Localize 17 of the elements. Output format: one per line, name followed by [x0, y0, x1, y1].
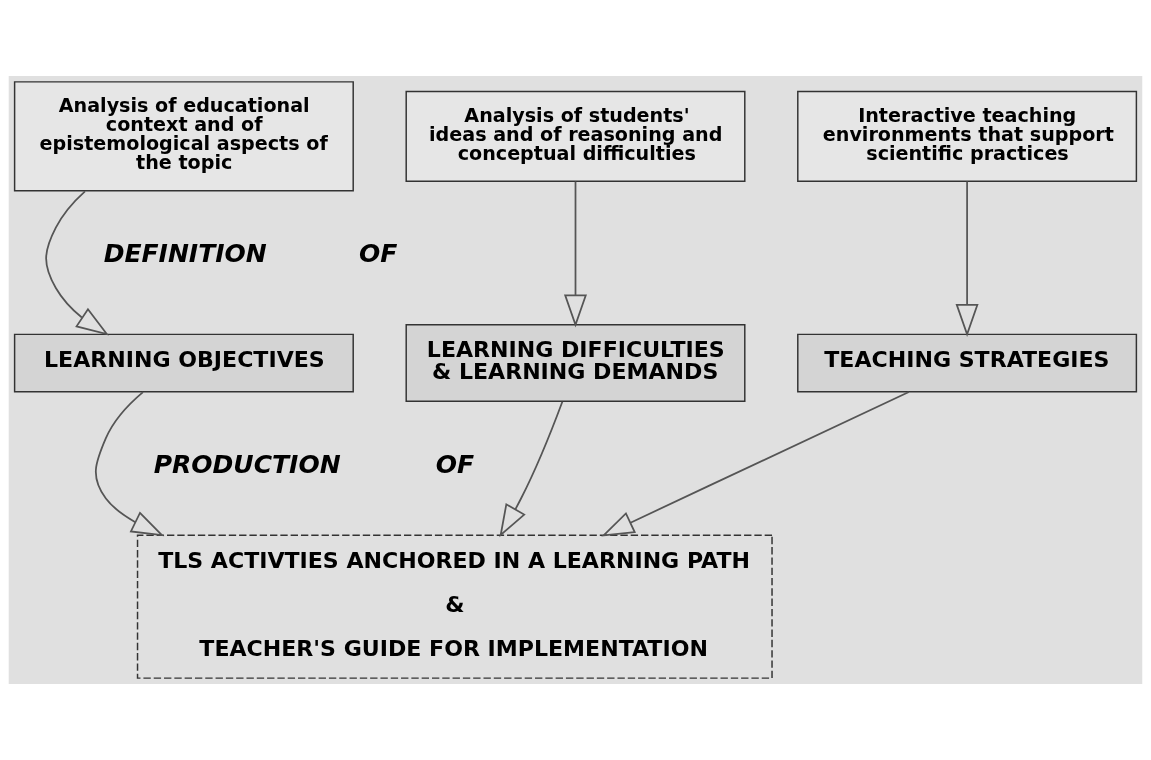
- label: OF: [359, 239, 398, 269]
- label: DEFINITION: [103, 239, 267, 269]
- node-box: Analysis of students' ideas and of reasoning and conceptual difficulties: [405, 90, 746, 182]
- arrow: [563, 180, 588, 328]
- node-box: LEARNING DIFFICULTIES & LEARNING DEMANDS: [405, 324, 746, 403]
- node-box: TLS ACTIVTIES ANCHORED IN A LEARNING PATH & TEACHER'S GUIDE FOR IMPLEMENTATION: [136, 534, 773, 679]
- arrow: [45, 190, 109, 336]
- node-box: TEACHING STRATEGIES: [797, 333, 1138, 393]
- arrow: [601, 391, 910, 537]
- label: PRODUCTION: [153, 449, 341, 479]
- node-box: LEARNING OBJECTIVES: [13, 333, 354, 393]
- node-box: Analysis of educational context and of epistemological aspects of the topic: [13, 81, 354, 192]
- arrow: [95, 391, 165, 537]
- node-box: Interactive teaching environments that support scientific practices: [797, 90, 1138, 182]
- arrow: [499, 400, 564, 538]
- arrow: [955, 180, 979, 337]
- label: OF: [435, 449, 474, 479]
